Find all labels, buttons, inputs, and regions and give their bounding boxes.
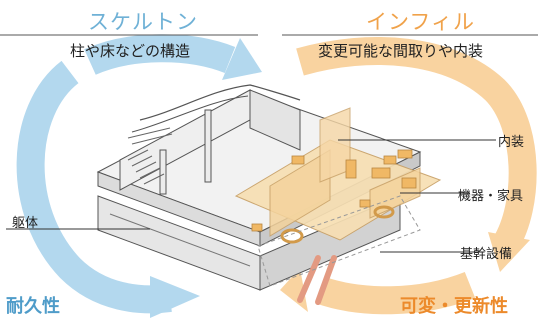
callout-utilities: 基幹設備 (460, 247, 513, 262)
infill-title: インフィル (366, 10, 475, 34)
durability-label: 耐久性 (6, 296, 60, 317)
infill-subtitle: 変更可能な間取りや内装 (318, 42, 484, 60)
skeleton-cycle-arrow (16, 34, 262, 318)
infill-elements (234, 107, 442, 244)
callout-interior: 内装 (498, 135, 525, 150)
skeleton-subtitle: 柱や床などの構造 (70, 42, 191, 60)
utility-pipes (257, 195, 421, 305)
callout-frame: 躯体 (12, 216, 39, 231)
adaptability-label: 可変・更新性 (400, 296, 508, 317)
callout-lines (6, 139, 496, 253)
skeleton-title: スケルトン (88, 10, 198, 34)
callout-equipment: 機器・家具 (458, 189, 524, 204)
infill-cycle-arrow (280, 37, 537, 315)
